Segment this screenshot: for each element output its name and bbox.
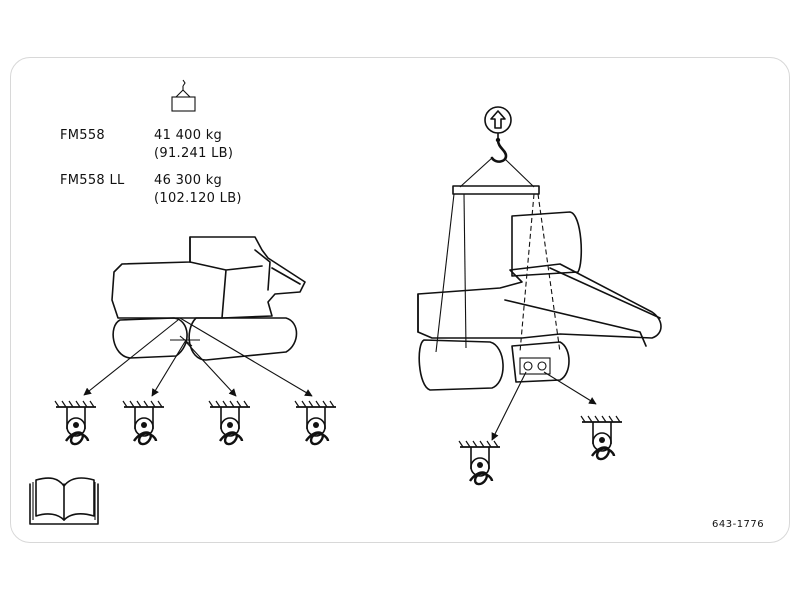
- machine-lift-view: [417, 157, 662, 441]
- weight-lb: (91.241 LB): [154, 146, 234, 161]
- tie-down-anchor-icon: [53, 399, 98, 446]
- machine-top-view: [83, 236, 313, 397]
- model-name-ll: FM558 LL: [60, 173, 125, 188]
- weight-kg-ll: 46 300 kg: [154, 173, 223, 188]
- lift-up-arrow-icon: [484, 106, 512, 134]
- weight-lb-ll: (102.120 LB): [154, 191, 242, 206]
- lifting-hook: [490, 132, 508, 163]
- tie-down-anchor-icon: [207, 399, 252, 446]
- tie-down-anchor-icon: [457, 439, 502, 486]
- tie-down-anchor-icon: [293, 399, 338, 446]
- suspended-weight-icon: [171, 79, 196, 112]
- tie-down-anchor-icon: [579, 414, 624, 461]
- part-number: 643-1776: [712, 519, 765, 530]
- open-book-icon: [29, 477, 99, 525]
- decal-panel: [10, 57, 790, 543]
- weight-kg: 41 400 kg: [154, 128, 223, 143]
- model-name: FM558: [60, 128, 106, 143]
- tie-down-anchor-icon: [121, 399, 166, 446]
